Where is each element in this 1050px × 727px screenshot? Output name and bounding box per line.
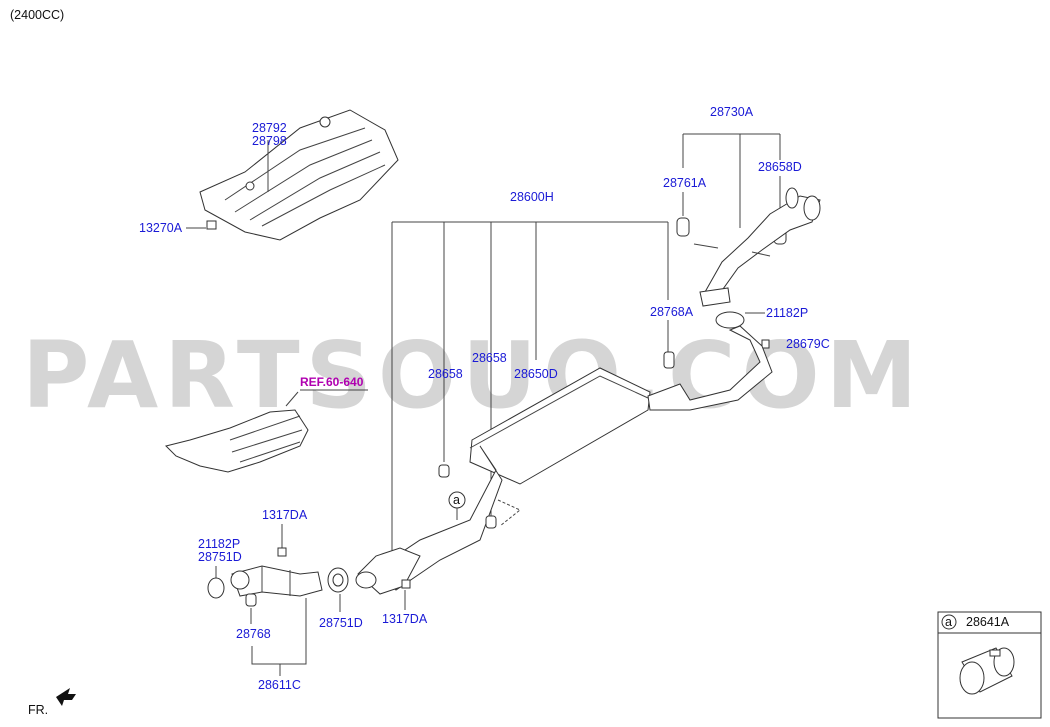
label-21182P-right[interactable]: 21182P — [766, 306, 808, 320]
legend-marker: a — [945, 615, 952, 629]
label-28751D-left[interactable]: 28751D — [198, 550, 242, 564]
ref-label[interactable]: REF.60-640 — [300, 375, 364, 389]
engine-label: (2400CC) — [10, 8, 64, 22]
hanger-28761A — [676, 217, 690, 237]
label-13270A[interactable]: 13270A — [139, 221, 183, 235]
gasket-28751D-bottom — [327, 567, 349, 593]
label-28730A[interactable]: 28730A — [710, 105, 754, 119]
gasket-21182P-right — [715, 311, 745, 329]
label-28658-a[interactable]: 28658 — [472, 351, 507, 365]
tail-pipe — [693, 187, 821, 297]
front-pipe-28611C — [230, 565, 323, 597]
gasket-21182P-left — [207, 577, 225, 599]
label-28650D[interactable]: 28650D — [514, 367, 558, 381]
label-28798[interactable]: 28798 — [252, 134, 287, 148]
gasket-flange — [699, 287, 731, 307]
nut-28679C — [761, 339, 770, 349]
nut-1317DA-bottom — [401, 579, 411, 589]
label-28600H[interactable]: 28600H — [510, 190, 554, 204]
label-28761A[interactable]: 28761A — [663, 176, 707, 190]
label-28768A[interactable]: 28768A — [650, 305, 694, 319]
label-1317DA-bottom[interactable]: 1317DA — [382, 612, 428, 626]
label-28611C[interactable]: 28611C — [258, 678, 301, 692]
label-28658-b[interactable]: 28658 — [428, 367, 463, 381]
label-28768[interactable]: 28768 — [236, 627, 271, 641]
hanger-28768A — [663, 351, 675, 369]
hanger-rubber-28658-a — [438, 464, 450, 478]
nut-1317DA-top — [277, 547, 287, 557]
label-21182P-left[interactable]: 21182P — [198, 537, 240, 551]
label-1317DA-top[interactable]: 1317DA — [262, 508, 308, 522]
clamp-28641A — [959, 647, 1015, 695]
legend-marker-circle — [941, 614, 957, 630]
heat-protector-rear — [199, 109, 399, 241]
label-28658D[interactable]: 28658D — [758, 160, 802, 174]
hanger-28768 — [245, 593, 257, 607]
front-label: FR. — [28, 703, 48, 717]
label-28792[interactable]: 28792 — [252, 121, 287, 135]
front-arrow-icon — [56, 688, 76, 706]
label-28751D-bottom[interactable]: 28751D — [319, 616, 363, 630]
heat-protector-front — [165, 409, 309, 473]
legend-part[interactable]: 28641A — [966, 615, 1010, 629]
hanger-rubber-28658-b — [485, 515, 497, 529]
label-28679C[interactable]: 28679C — [786, 337, 830, 351]
bolt-13270A — [206, 220, 217, 230]
callout-a-text: a — [453, 493, 460, 507]
